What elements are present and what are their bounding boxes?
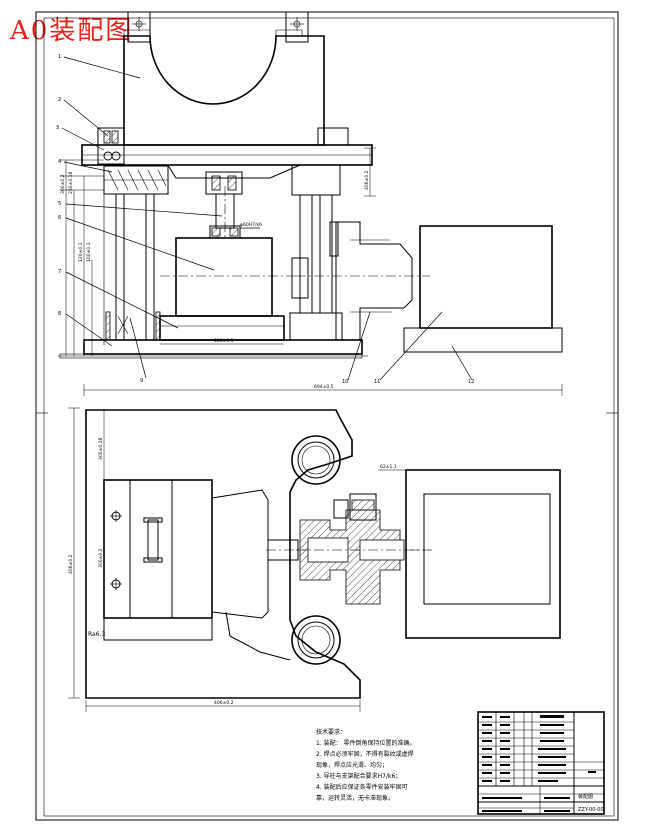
tech-requirement-4: 3. 导柱与支架配合要求H7/k6； — [316, 773, 402, 780]
balloon-8: 8 — [58, 311, 61, 317]
dim-right-height: 406±0.2 — [364, 170, 370, 190]
tech-requirement-2: 2. 焊点必须牢固，不得有裂纹或虚焊 — [316, 751, 414, 758]
dim-surface-finish: Ra6.3 — [88, 631, 105, 638]
vee-clamp-block — [123, 35, 325, 146]
plan-drive-motor — [405, 469, 561, 639]
title-block: 装配图 ZZY-00-00 — [477, 711, 605, 815]
bearing-top — [291, 435, 341, 485]
dim-left-1: 300±0.2 — [60, 174, 66, 194]
tech-requirement-6: 靠，运转灵活，无卡滞现象。 — [316, 795, 395, 802]
dim-shaft-height: 62±1.1 — [380, 464, 397, 470]
bearing-bottom — [291, 615, 341, 665]
dim-plan-width: 406±0.2 — [214, 700, 234, 706]
balloon-1: 1 — [58, 54, 61, 60]
front-view — [58, 11, 563, 396]
dim-left-4: 100±0.1 — [86, 242, 92, 262]
balloon-2: 2 — [58, 97, 61, 103]
tech-requirement-1: 1. 装配： 零件倒角保持位置的准确。 — [316, 740, 416, 747]
tech-requirement-3: 现象，焊点应光滑、均匀； — [316, 762, 389, 769]
dim-base-width: 186±0.1 — [214, 338, 234, 344]
balloon-7: 7 — [58, 269, 61, 275]
part-balloons: 1 2 3 4 5 6 7 8 9 10 11 12 — [56, 54, 474, 385]
balloon-6: 6 — [58, 215, 61, 221]
dim-fit-note: φ60H7/k6 — [240, 222, 262, 228]
tech-requirement-5: 4. 装配后应保证各零件安装牢固可 — [316, 784, 408, 791]
drawing-name: 装配图 — [578, 793, 593, 800]
balloon-9: 9 — [140, 378, 143, 384]
drawing-number: ZZY-00-00 — [578, 807, 604, 813]
dim-plan-offset: 300±0.18 — [98, 437, 104, 460]
dim-plan-height: 406±0.2 — [68, 554, 74, 574]
balloon-5: 5 — [58, 201, 61, 207]
coupling-section — [299, 509, 401, 605]
balloon-4: 4 — [58, 159, 61, 165]
balloon-10: 10 — [342, 379, 348, 385]
dim-overall-width: 694±0.5 — [314, 384, 334, 390]
plan-frame — [85, 409, 361, 699]
dim-left-2: 250±0.18 — [68, 171, 74, 194]
dim-left-3: 120±0.1 — [78, 242, 84, 262]
page-title: A0装配图 — [10, 16, 134, 46]
motor-body — [175, 237, 273, 317]
drive-motor — [419, 225, 553, 329]
plan-view — [68, 407, 561, 712]
sheet-border — [35, 11, 619, 821]
plan-dimension-texts: 406±0.2 300±0.18 300±0.2 406±0.2 62±1.1 … — [68, 437, 397, 706]
base-plate — [159, 315, 285, 341]
tech-requirements: 技术要求： 1. 装配： 零件倒角保持位置的准确。 2. 焊点必须牢固，不得有裂… — [316, 727, 466, 804]
leader-lines — [61, 56, 473, 381]
balloon-3: 3 — [56, 125, 59, 131]
balloon-11: 11 — [374, 379, 380, 385]
dim-plan-inner: 300±0.2 — [98, 548, 104, 568]
front-dimension-texts: 694±0.5 186±0.1 φ60H7/k6 300±0.2 250±0.1… — [60, 170, 370, 390]
tech-requirements-heading: 技术要求： — [316, 729, 347, 736]
balloon-12: 12 — [468, 379, 474, 385]
